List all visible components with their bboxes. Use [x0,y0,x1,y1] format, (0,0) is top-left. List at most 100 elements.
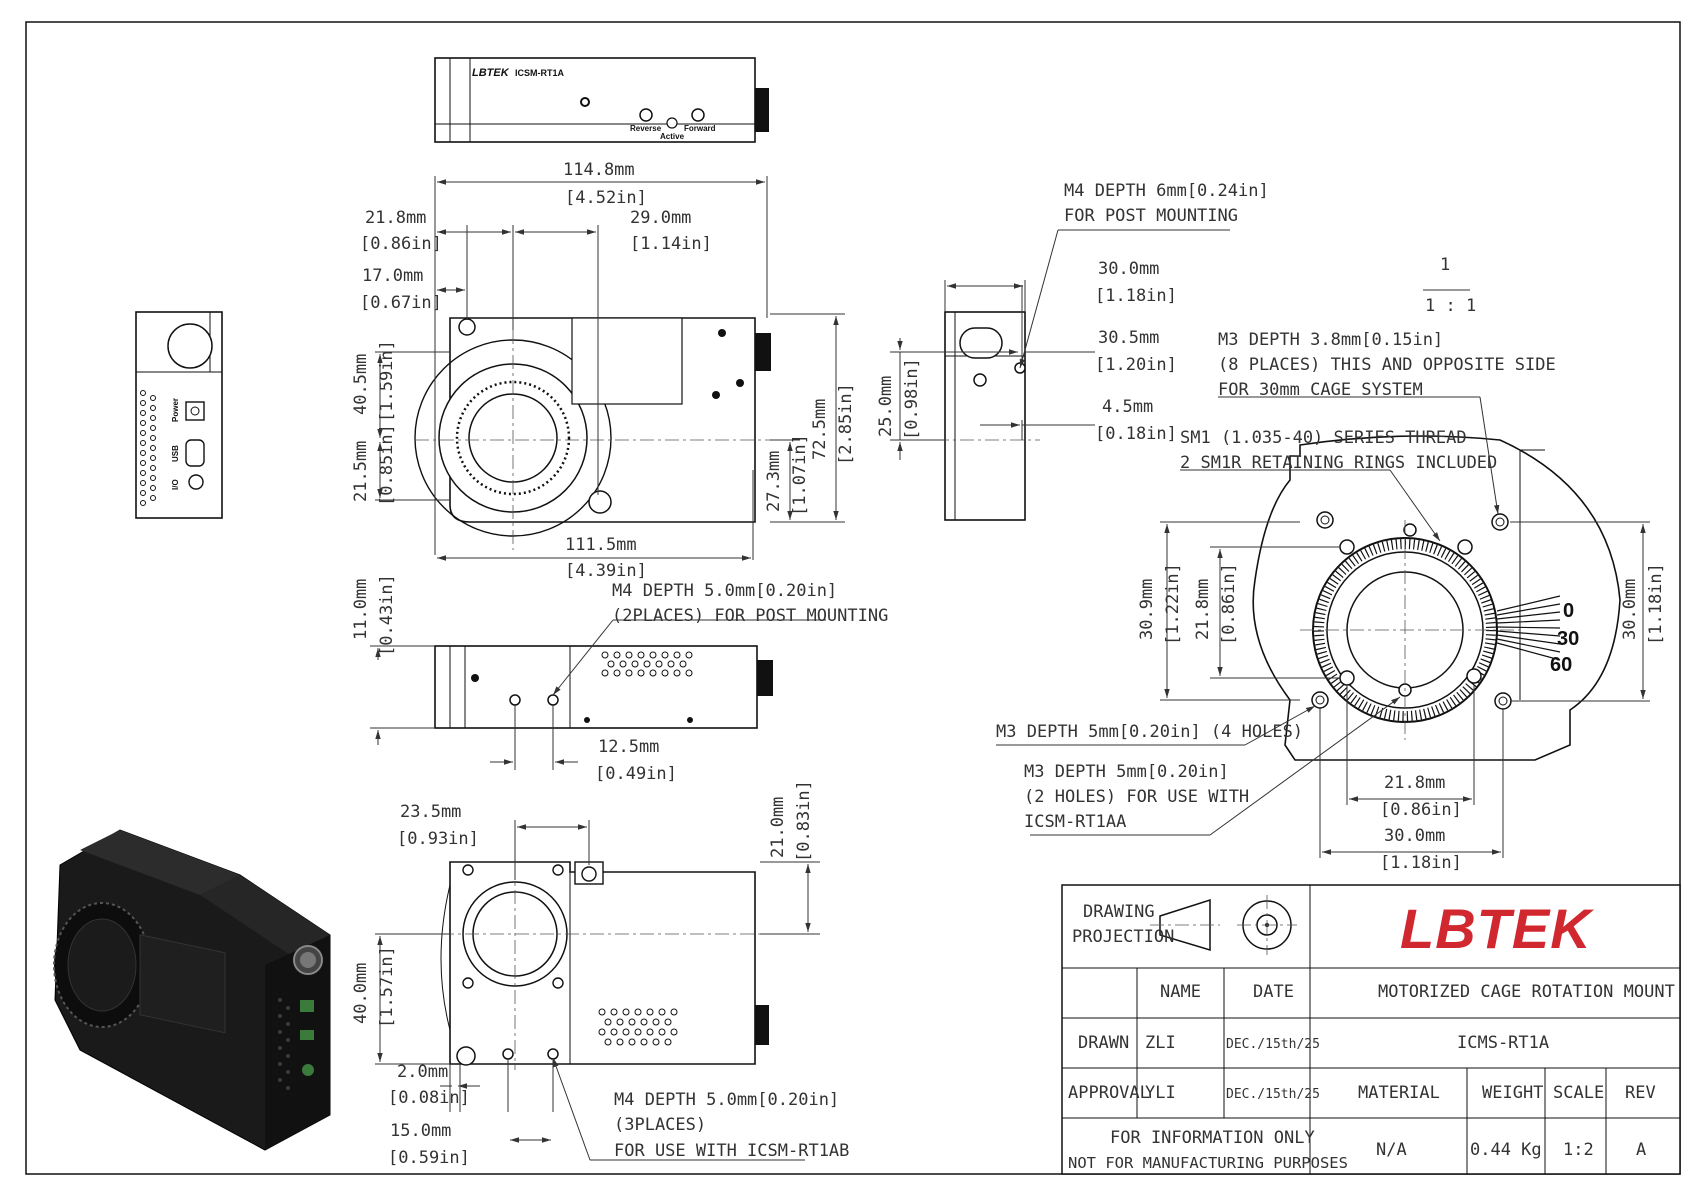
tb-approval-name: YLI [1145,1083,1176,1103]
dim-17-0-in: [0.67in] [360,293,442,313]
dim-17-0-mm: 17.0mm [362,266,423,286]
dim-114-8-in: [4.52in] [565,188,647,208]
note-m3-4holes: M3 DEPTH 5mm[0.20in] (4 HOLES) [996,722,1303,742]
dim-72-5-mm: 72.5mm [810,399,830,460]
active-led-icon [666,117,678,129]
tb-rev: A [1636,1140,1646,1160]
dial-label-0: 0 [1563,600,1574,622]
sheet-border [25,21,1681,1175]
dim-21-5-in: [0.85in] [377,424,397,506]
dim-21-5-mm: 21.5mm [351,441,371,502]
right-view [935,311,1040,521]
tb-h-name: NAME [1160,982,1201,1002]
top-brand: LBTEK [472,67,510,79]
dim-30-9-in: [1.22in] [1163,563,1183,645]
bottom-vent-holes [601,651,693,677]
dial-label-30: 30 [1557,628,1579,650]
label-reverse: Reverse [630,124,662,133]
right-dim-text: M4 DEPTH 6mm[0.24in] FOR POST MOUNTING 3… [876,181,1269,444]
reverse-button-icon [639,108,653,122]
tb-part-number: ICMS-RT1A [1457,1033,1549,1053]
detail-scale-top: 1 [1440,255,1450,275]
dim-30-5-in: [1.20in] [1095,355,1177,375]
dim-21-8-bottom-in: [0.86in] [1380,800,1462,820]
dim-21-8-mm: 21.8mm [365,208,426,228]
dim-114-8-mm: 114.8mm [563,160,635,180]
front-dim-text: 114.8mm [4.52in] 21.8mm [0.86in] 29.0mm … [351,160,856,581]
tb-scale: 1:2 [1563,1140,1594,1160]
note-m4-2places-1: M4 DEPTH 5.0mm[0.20in] [612,581,837,601]
dim-23-5-in: [0.93in] [397,829,479,849]
dim-21-8-in: [0.86in] [360,234,442,254]
dim-30-0-detail-mm: 30.0mm [1620,579,1640,640]
dim-40-0-in: [1.57in] [377,946,397,1028]
dim-40-0-mm: 40.0mm [351,963,371,1024]
isometric-render [53,829,331,1151]
dim-27-3-mm: 27.3mm [764,451,784,512]
usb-port-icon [185,439,205,467]
dim-25-0-in: [0.98in] [902,358,922,440]
dim-27-3-in: [1.07in] [790,434,810,516]
dim-30-9-mm: 30.9mm [1137,579,1157,640]
dim-30-0-bottom-mm: 30.0mm [1384,826,1445,846]
detail-scale-ratio: 1 : 1 [1425,296,1476,316]
tb-drawn-label: DRAWN [1078,1033,1129,1053]
tb-h-material: MATERIAL [1358,1083,1440,1103]
dim-30-5-mm: 30.5mm [1098,328,1159,348]
dim-30-0-in: [1.18in] [1095,286,1177,306]
dim-21-8-detail-in: [0.86in] [1219,563,1239,645]
label-power: Power [171,398,180,422]
dim-30-0-mm: 30.0mm [1098,259,1159,279]
top-view: LBTEK ICSM-RT1A Reverse Active Forward [434,57,769,143]
title-block: DRAWING PROJECTION LBTEK NAME DATE MOTOR… [1061,884,1681,1175]
dim-15-0-mm: 15.0mm [390,1121,451,1141]
note-sm1-1: SM1 (1.035-40) SERIES THREAD [1180,428,1467,448]
vent-holes [140,390,156,506]
tb-info-1: FOR INFORMATION ONLY [1110,1128,1315,1148]
tb-h-weight: WEIGHT [1482,1083,1543,1103]
rear-dim-text: 23.5mm [0.93in] 21.0mm [0.83in] 40.0mm [… [351,780,849,1168]
power-jack-icon [185,401,205,421]
dim-111-5-mm: 111.5mm [565,535,637,555]
rear-dimensions [375,820,820,1161]
note-m3-2holes-3: ICSM-RT1AA [1024,812,1126,832]
dim-12-5-mm: 12.5mm [598,737,659,757]
tb-projection-2: PROJECTION [1072,927,1174,947]
tb-approval-label: APPROVAL [1068,1083,1150,1103]
dial-label-60: 60 [1550,654,1572,676]
tb-drawn-name: ZLI [1145,1033,1176,1053]
label-forward: Forward [684,124,716,133]
right-dimensions [890,229,1230,460]
dim-4-5-in: [0.18in] [1095,424,1177,444]
tb-projection-1: DRAWING [1083,902,1155,922]
label-io: I/O [171,479,180,490]
dim-4-5-mm: 4.5mm [1102,397,1153,417]
note-m4-post-2: FOR POST MOUNTING [1064,206,1238,226]
dim-21-0-mm: 21.0mm [768,797,788,858]
dim-21-8-bottom-mm: 21.8mm [1384,773,1445,793]
top-model: ICSM-RT1A [515,68,564,78]
note-m3-2holes-2: (2 HOLES) FOR USE WITH [1024,787,1249,807]
tb-approval-date: DEC./15th/25 [1226,1087,1320,1102]
tb-h-rev: REV [1625,1083,1656,1103]
forward-button-icon [691,108,705,122]
detail-dimensions [996,289,1650,858]
dim-111-5-in: [4.39in] [565,561,647,581]
dim-40-5-in: [1.59in] [377,340,397,422]
dim-2-0-mm: 2.0mm [397,1062,448,1082]
note-m4-3places-3: FOR USE WITH ICSM-RT1AB [614,1141,849,1161]
dim-29-0-mm: 29.0mm [630,208,691,228]
tb-title: MOTORIZED CAGE ROTATION MOUNT [1378,982,1675,1002]
dim-25-0-mm: 25.0mm [876,376,896,437]
note-m3-cage-2: (8 PLACES) THIS AND OPPOSITE SIDE [1218,355,1556,375]
label-usb: USB [171,445,180,462]
detail-view: 0 30 60 [1252,435,1621,761]
tb-info-2: NOT FOR MANUFACTURING PURPOSES [1068,1154,1348,1172]
dial-ticks [1496,595,1561,661]
dim-11-0-mm: 11.0mm [351,579,371,640]
note-m4-2places-2: (2PLACES) FOR POST MOUNTING [612,606,888,626]
front-dimensions [375,176,845,561]
note-sm1-2: 2 SM1R RETAINING RINGS INCLUDED [1180,453,1497,473]
company-logo: LBTEK [1400,897,1594,960]
